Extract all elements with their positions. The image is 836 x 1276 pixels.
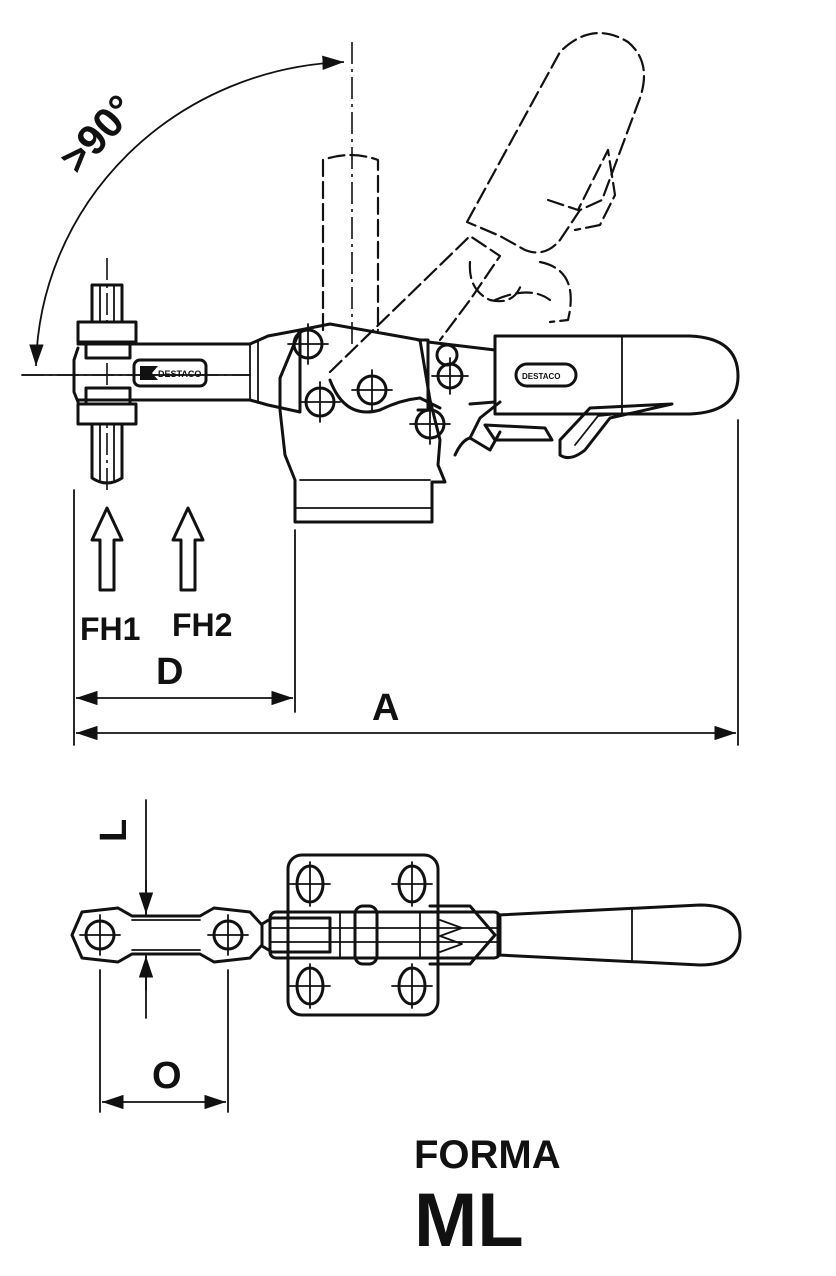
clamp-body xyxy=(278,322,554,524)
dimension-d-label: D xyxy=(156,651,183,693)
clamping-arm: DESTACO xyxy=(21,328,302,414)
clamp-handle: DESTACO xyxy=(493,334,740,460)
force-arrow-fh1 xyxy=(90,506,124,592)
dimension-l-label: L xyxy=(93,819,135,842)
force-arrow-fh2 xyxy=(171,506,205,592)
dimension-a-label: A xyxy=(372,687,399,729)
angle-arc xyxy=(29,55,345,367)
force-label-fh2: FH2 xyxy=(172,607,232,643)
arm-brand-plate: DESTACO xyxy=(158,369,201,379)
force-label-fh1: FH1 xyxy=(80,611,140,647)
open-spindle-outline xyxy=(321,153,380,332)
side-view: >90° xyxy=(21,31,740,746)
handle-brand-plate: DESTACO xyxy=(522,372,561,381)
angle-label: >90° xyxy=(50,86,144,182)
forma-word: FORMA xyxy=(414,1133,561,1177)
open-handle-outline xyxy=(465,31,646,254)
forma-code: ML xyxy=(414,1178,524,1263)
top-view: L O xyxy=(70,799,742,1113)
dimension-o-label: O xyxy=(152,1055,182,1097)
spindle-bolt xyxy=(72,258,138,490)
